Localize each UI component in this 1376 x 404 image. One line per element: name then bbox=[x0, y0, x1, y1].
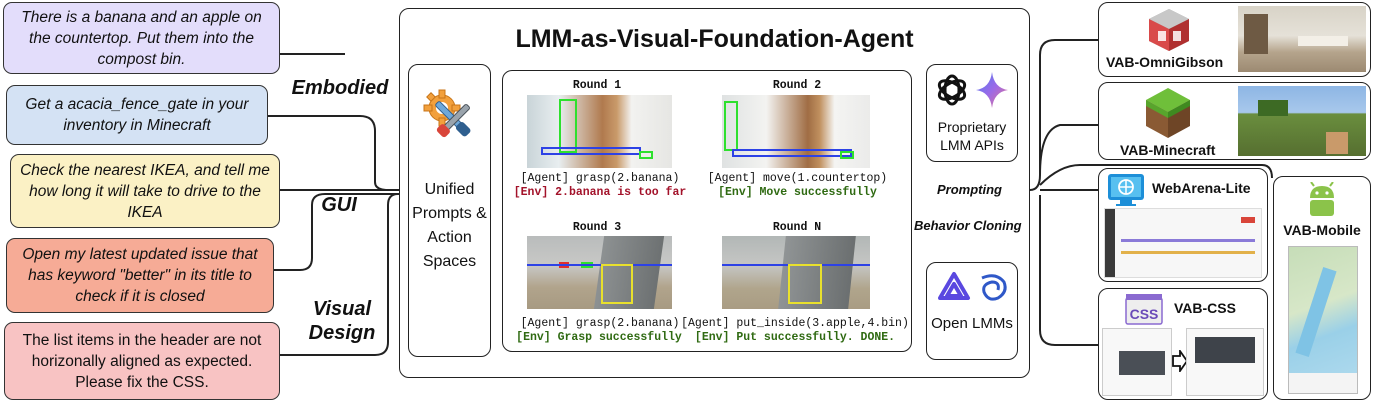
bbox-blue bbox=[541, 147, 641, 155]
image-block bbox=[1195, 337, 1255, 363]
task-text: The list items in the header are not hor… bbox=[22, 331, 262, 391]
webarena-logo-icon bbox=[1108, 174, 1144, 206]
bbox-blue-line bbox=[527, 264, 672, 266]
omnigibson-title: VAB-OmniGibson bbox=[1106, 54, 1224, 70]
round-3-env-feedback: [Env] Grasp successfully bbox=[516, 331, 682, 344]
minecraft-screenshot bbox=[1238, 86, 1366, 156]
red-badge bbox=[1241, 217, 1255, 223]
css-before-screenshot bbox=[1102, 328, 1172, 396]
round-3-image bbox=[527, 236, 672, 309]
webarena-title: WebArena-Lite bbox=[1152, 180, 1251, 196]
category-embodied: Embodied bbox=[291, 77, 389, 99]
android-logo-icon bbox=[1310, 182, 1334, 216]
prompting-label: Prompting bbox=[937, 182, 1002, 197]
category-visual-line1: Visual bbox=[312, 298, 372, 320]
bbox-blue bbox=[732, 149, 852, 157]
timeline-line2 bbox=[1121, 251, 1255, 254]
proprietary-label: Proprietary LMM APIs bbox=[937, 119, 1007, 153]
map-bottom-bar bbox=[1289, 373, 1357, 393]
mobile-screenshot bbox=[1288, 246, 1358, 394]
css-title: VAB-CSS bbox=[1174, 300, 1236, 316]
behavior-cloning-label: Behavior Cloning bbox=[914, 218, 1022, 233]
glm-icon bbox=[981, 274, 1007, 301]
css-after-screenshot bbox=[1186, 328, 1264, 396]
timeline-line bbox=[1121, 239, 1255, 242]
task-text: Check the nearest IKEA, and tell me how … bbox=[20, 161, 270, 221]
round-n-image bbox=[722, 236, 870, 309]
task-gui-webarena: Check the nearest IKEA, and tell me how … bbox=[10, 154, 280, 228]
round-2-title: Round 2 bbox=[772, 79, 822, 92]
bbox-green-small bbox=[639, 151, 653, 159]
css-logo-icon: CSS bbox=[1125, 294, 1163, 325]
image-block bbox=[1119, 351, 1165, 375]
furniture-shape bbox=[1244, 14, 1268, 54]
map-river bbox=[1295, 267, 1337, 357]
bbox-green bbox=[559, 99, 577, 153]
round-n-title: Round N bbox=[772, 221, 822, 234]
round-2-image bbox=[722, 95, 870, 168]
round-1-env-feedback: [Env] 2.banana is too far bbox=[513, 186, 687, 199]
tree-shape bbox=[1258, 100, 1288, 116]
svg-text:CSS: CSS bbox=[1130, 306, 1159, 322]
task-embodied-omnigibson: There is a banana and an apple on the co… bbox=[3, 2, 280, 74]
bbox-green-small bbox=[840, 151, 854, 159]
task-gui-mobile: Open my latest updated issue that has ke… bbox=[6, 238, 274, 313]
task-embodied-minecraft: Get a acacia_fence_gate in your inventor… bbox=[6, 85, 268, 145]
minecraft-logo-icon bbox=[1146, 88, 1190, 138]
unified-prompts-label: Unified Prompts & Action Spaces bbox=[412, 181, 487, 270]
openai-icon bbox=[937, 74, 967, 106]
open-models-box bbox=[926, 262, 1018, 360]
round-2-env-feedback: [Env] Move successfully bbox=[718, 186, 877, 199]
main-title: LMM-as-Visual-Foundation-Agent bbox=[515, 25, 914, 53]
category-visual-line2: Design bbox=[308, 322, 376, 344]
floor-highlight bbox=[1298, 36, 1348, 46]
omnigibson-screenshot bbox=[1238, 6, 1366, 72]
gear-tools-icon bbox=[423, 89, 471, 138]
qwen-icon bbox=[938, 272, 970, 300]
round-1-title: Round 1 bbox=[572, 79, 622, 92]
bbox-yellow bbox=[601, 264, 633, 304]
omnigibson-logo-icon bbox=[1149, 9, 1189, 51]
hand-shape bbox=[1326, 132, 1348, 154]
webarena-screenshot bbox=[1104, 208, 1262, 278]
bbox-green bbox=[724, 101, 738, 151]
task-text: Open my latest updated issue that has ke… bbox=[22, 246, 258, 305]
sidebar-strip bbox=[1105, 209, 1115, 277]
round-2-agent-action: [Agent] move(1.countertop) bbox=[707, 172, 888, 185]
open-lmms-label: Open LMMs bbox=[931, 315, 1013, 332]
round-n-agent-action: [Agent] put_inside(3.apple,4.bin) bbox=[681, 317, 909, 330]
mobile-title: VAB-Mobile bbox=[1283, 222, 1361, 238]
minecraft-title: VAB-Minecraft bbox=[1120, 142, 1216, 158]
bbox-yellow bbox=[788, 264, 822, 304]
gemini-icon bbox=[976, 72, 1008, 108]
arrow-right-icon bbox=[1172, 350, 1188, 372]
round-1-image bbox=[527, 95, 672, 168]
round-1-agent-action: [Agent] grasp(2.banana) bbox=[520, 172, 680, 185]
category-gui: GUI bbox=[321, 194, 357, 216]
task-visual-design-css: The list items in the header are not hor… bbox=[4, 322, 280, 400]
round-3-agent-action: [Agent] grasp(2.banana) bbox=[520, 317, 680, 330]
round-3-title: Round 3 bbox=[572, 221, 622, 234]
task-text: Get a acacia_fence_gate in your inventor… bbox=[25, 96, 249, 134]
category-visual-design: Visual Design bbox=[302, 297, 382, 345]
round-n-env-feedback: [Env] Put successfully. DONE. bbox=[694, 331, 896, 344]
task-text: There is a banana and an apple on the co… bbox=[21, 8, 262, 68]
